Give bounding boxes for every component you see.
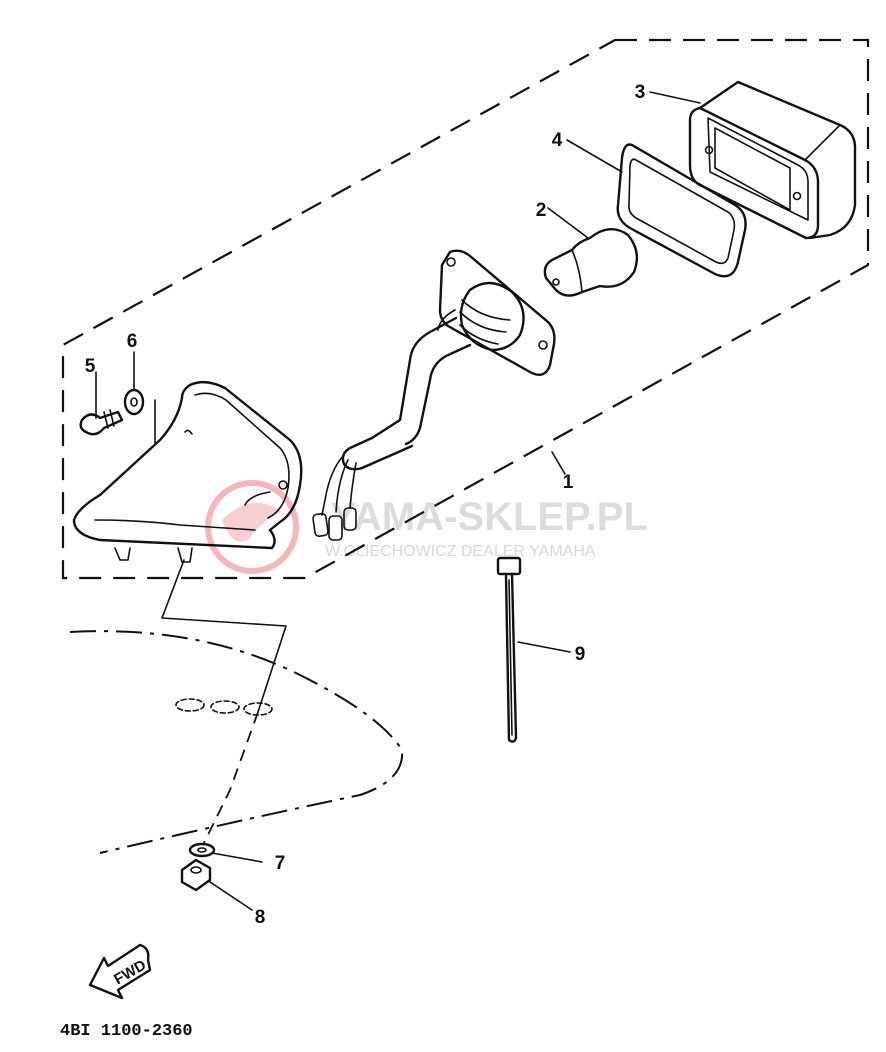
callout-3: 3	[635, 82, 646, 103]
assembly-boundary	[61, 38, 870, 580]
watermark-subtitle: W.OLIECHOWICZ DEALER YAMAHA	[325, 543, 596, 560]
callout-4: 4	[552, 130, 563, 151]
diagram-part-code: 4BI 1100-2360	[60, 1022, 193, 1041]
part-6-washer	[123, 388, 145, 416]
callout-1: 1	[563, 472, 574, 493]
watermark: YAMA-SKLEP.PL W.OLIECHOWICZ DEALER YAMAH…	[205, 480, 648, 574]
callout-2: 2	[536, 200, 547, 221]
part-8-nut	[180, 858, 212, 892]
part-7-washer	[188, 842, 216, 858]
watermark-title: YAMA-SKLEP.PL	[330, 495, 648, 539]
part-9-cable-tie	[496, 556, 522, 743]
callout-9: 9	[575, 644, 586, 665]
mounting-surface-outline	[69, 630, 404, 854]
mounting-holes	[175, 698, 273, 716]
part-4-gasket	[616, 143, 747, 278]
assembly-path-dashed	[202, 711, 259, 846]
callout-6: 6	[127, 331, 138, 352]
part-2-bulb	[543, 228, 639, 297]
leader-lines	[95, 91, 701, 911]
forward-direction-arrow-icon: FWD	[88, 943, 152, 1000]
part-5-screw	[79, 409, 124, 436]
part-1-turn-signal-assembly	[72, 249, 556, 563]
callout-7: 7	[275, 853, 286, 874]
callout-8: 8	[255, 907, 266, 928]
watermark-logo-swoosh	[222, 502, 282, 542]
assembly-path-line	[161, 559, 287, 713]
part-3-lens-housing	[688, 80, 857, 240]
callout-5: 5	[85, 356, 96, 377]
